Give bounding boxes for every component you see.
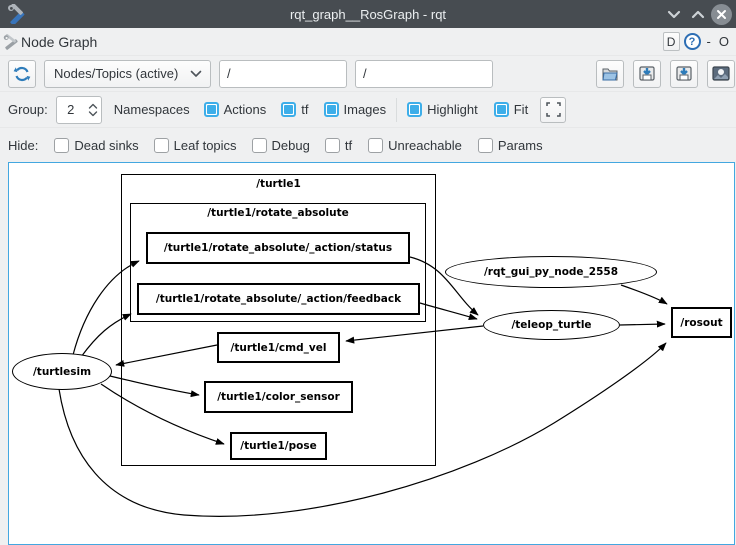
group-value: 2 — [67, 102, 75, 117]
actions-checkbox-label[interactable]: Actions — [223, 102, 267, 117]
hide-tf-checkbox[interactable] — [324, 137, 340, 153]
fit-in-view-button[interactable] — [540, 96, 567, 123]
edge-turtlesim-status — [72, 260, 140, 356]
refresh-icon — [13, 66, 31, 81]
window-title: rqt_graph__RosGraph - rqt — [289, 6, 447, 22]
fit-checkbox[interactable] — [493, 102, 509, 117]
refresh-button[interactable] — [8, 59, 36, 88]
topic-node-status[interactable]: /turtle1/rotate_absolute/_action/status — [146, 232, 410, 264]
graph-edges — [58, 256, 668, 517]
chevron-up-icon — [691, 10, 705, 18]
spinbox-arrows[interactable] — [85, 103, 101, 117]
tf-checkbox-label[interactable]: tf — [301, 102, 309, 117]
hide-label: Hide: — [8, 137, 39, 153]
maximize-button[interactable] — [687, 3, 709, 25]
hide-params-checkbox[interactable] — [477, 137, 493, 153]
edge-turtlesim-colorsensor — [109, 375, 200, 398]
topic-node-pose[interactable]: /turtle1/pose — [230, 432, 327, 460]
window-titlebar[interactable]: rqt_graph__RosGraph - rqt — [0, 0, 736, 28]
save-svg-button[interactable] — [670, 59, 698, 88]
hide-tf-label[interactable]: tf — [344, 137, 353, 153]
hide-dead-sinks-checkbox[interactable] — [54, 137, 70, 153]
hide-leaf-topics-checkbox[interactable] — [153, 137, 169, 153]
toolbar-separator — [396, 97, 398, 122]
hide-debug-checkbox[interactable] — [251, 137, 267, 153]
help-icon[interactable]: ? — [683, 33, 701, 50]
images-checkbox[interactable] — [323, 102, 339, 117]
topic-node-feedback[interactable]: /turtle1/rotate_absolute/_action/feedbac… — [137, 283, 420, 315]
cluster-turtle1-label: /turtle1 — [256, 178, 301, 190]
node-turtlesim[interactable]: /turtlesim — [12, 353, 112, 390]
hide-unreachable-label[interactable]: Unreachable — [388, 137, 462, 153]
images-checkbox-label[interactable]: Images — [343, 102, 387, 117]
topic-filter-input[interactable] — [355, 59, 493, 88]
edge-cmdvel-turtlesim — [115, 344, 218, 367]
node-filter-input[interactable] — [219, 59, 347, 88]
namespaces-label: Namespaces — [113, 102, 190, 117]
minimize-button[interactable] — [663, 3, 685, 25]
topic-node-cmd-vel[interactable]: /turtle1/cmd_vel — [217, 332, 340, 363]
tf-checkbox[interactable] — [281, 102, 297, 117]
graph-toolbar: Nodes/Topics (active) — [0, 56, 736, 92]
chevron-down-icon — [667, 10, 681, 18]
close-button[interactable] — [711, 3, 732, 25]
hide-unreachable-checkbox[interactable] — [368, 137, 384, 153]
save-svg-icon — [676, 65, 692, 81]
highlight-checkbox-label[interactable]: Highlight — [427, 102, 478, 117]
rqt-app-icon — [8, 4, 25, 24]
graph-type-value: Nodes/Topics (active) — [54, 66, 179, 81]
graph-type-select[interactable]: Nodes/Topics (active) — [44, 59, 211, 88]
edge-status-teleop — [409, 256, 479, 316]
dock-title: Node Graph — [21, 33, 98, 50]
cluster-turtle1[interactable]: /turtle1 — [121, 174, 436, 466]
node-graph-canvas[interactable]: /turtle1 /turtle1/rotate_absolute /turtl… — [8, 162, 735, 545]
hide-dead-sinks-label[interactable]: Dead sinks — [74, 137, 139, 153]
chevron-down-icon — [190, 70, 202, 77]
dock-minimize-button[interactable]: - — [706, 34, 711, 49]
node-rqt-gui-py-node[interactable]: /rqt_gui_py_node_2558 — [445, 256, 657, 288]
edge-teleop-cmdvel — [345, 325, 484, 344]
hide-toolbar: Hide: Dead sinks Leaf topics Debug tf Un… — [0, 128, 736, 162]
options-toolbar: Group: 2 Namespaces Actions tf Images Hi… — [0, 92, 736, 128]
hide-params-label[interactable]: Params — [497, 137, 543, 153]
load-dot-button[interactable] — [596, 59, 624, 88]
fit-checkbox-label[interactable]: Fit — [513, 102, 529, 117]
cluster-rotate-absolute[interactable]: /turtle1/rotate_absolute — [130, 203, 426, 322]
node-teleop-turtle[interactable]: /teleop_turtle — [483, 310, 620, 340]
hide-leaf-topics-label[interactable]: Leaf topics — [173, 137, 237, 153]
save-dot-button[interactable] — [633, 59, 661, 88]
dock-detach-button[interactable]: D — [662, 32, 680, 51]
topic-node-color-sensor[interactable]: /turtle1/color_sensor — [204, 381, 353, 413]
spin-up-icon — [88, 103, 97, 109]
hide-debug-label[interactable]: Debug — [271, 137, 310, 153]
edge-turtlesim-rosout — [58, 342, 667, 517]
edge-teleop-rosout — [619, 320, 666, 328]
save-dot-icon — [639, 65, 655, 81]
edge-turtlesim-pose — [100, 383, 225, 445]
dock-header: Node Graph D ? - O — [0, 28, 736, 56]
highlight-checkbox[interactable] — [407, 102, 423, 117]
cluster-rotate-absolute-label: /turtle1/rotate_absolute — [207, 207, 349, 219]
actions-checkbox[interactable] — [203, 102, 219, 117]
save-image-button[interactable] — [707, 59, 735, 88]
dock-float-button[interactable]: O — [718, 34, 729, 49]
image-icon — [712, 66, 730, 81]
edge-turtlesim-feedback — [80, 313, 132, 358]
edge-rqt-rosout — [620, 284, 668, 305]
node-rosout[interactable]: /rosout — [671, 307, 732, 338]
group-label: Group: — [8, 102, 48, 117]
group-spinbox[interactable]: 2 — [55, 95, 102, 124]
fit-in-view-icon — [545, 102, 561, 117]
open-folder-icon — [602, 68, 618, 80]
node-graph-plugin-icon — [3, 33, 18, 50]
spin-down-icon — [88, 110, 97, 116]
close-icon — [717, 9, 726, 19]
